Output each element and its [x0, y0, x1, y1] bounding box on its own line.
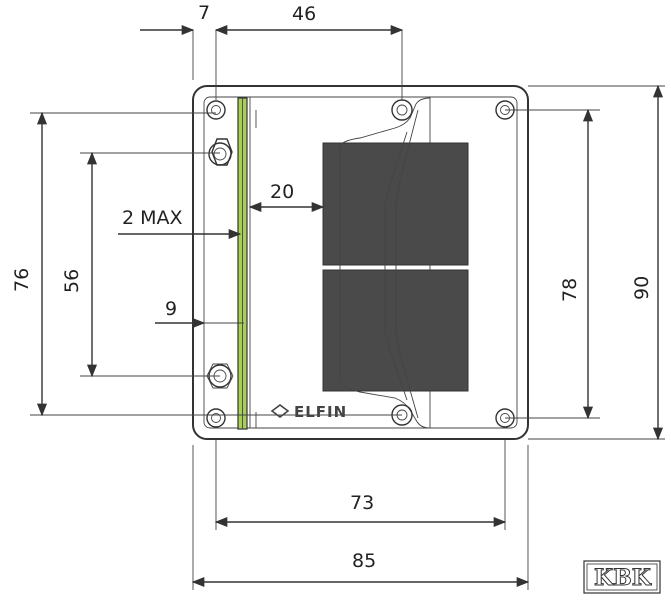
din-rail: [237, 97, 248, 430]
svg-text:73: 73: [350, 492, 374, 514]
svg-text:76: 76: [11, 268, 33, 292]
dim-46: 46: [214, 3, 404, 36]
svg-text:46: 46: [292, 3, 316, 25]
dim-76: 76: [11, 111, 48, 417]
mounting-nut-top: [208, 138, 233, 166]
svg-text:20: 20: [270, 181, 294, 203]
screw-hole-top-left: [206, 100, 226, 120]
dim-78: 78: [559, 108, 594, 420]
dim-73: 73: [214, 492, 507, 528]
svg-text:85: 85: [352, 550, 376, 572]
dim-90: 90: [631, 84, 664, 441]
svg-text:90: 90: [631, 276, 653, 300]
screw-hole-bottom-left: [206, 408, 226, 428]
svg-text:7: 7: [198, 2, 210, 24]
dim-2-max: 2 MAX: [118, 207, 242, 240]
elfin-logo-text: ELFIN: [294, 403, 347, 421]
dim-56: 56: [61, 151, 98, 378]
terminal-block-top: [322, 142, 469, 266]
svg-text:56: 56: [61, 269, 83, 293]
cover-profile: [339, 97, 431, 429]
svg-text:KBK: KBK: [594, 565, 652, 591]
dim-7: 7: [140, 2, 210, 36]
svg-text:78: 78: [559, 278, 581, 302]
dim-9: 9: [155, 298, 244, 329]
dim-20: 20: [248, 181, 325, 213]
enclosure-inner-outline: [203, 96, 518, 429]
dim-85: 85: [191, 550, 530, 588]
kbk-watermark: KBK: [583, 560, 661, 594]
svg-text:2 MAX: 2 MAX: [122, 207, 183, 229]
svg-text:9: 9: [165, 298, 177, 320]
terminal-block-bottom: [322, 269, 469, 392]
